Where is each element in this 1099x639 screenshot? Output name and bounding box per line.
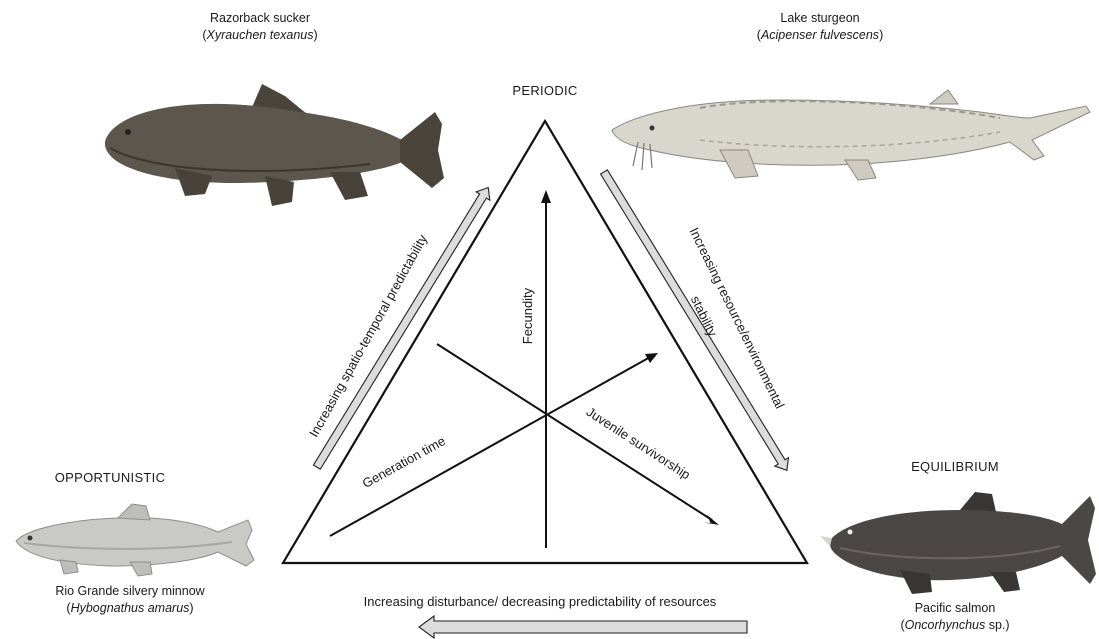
left-gradient-arrow [310,183,495,471]
razorback-sucker-image [105,84,444,206]
juvenile-survivorship-axis [437,344,712,520]
gradient-arrows [310,168,794,638]
generation-time-label: Generation time [360,433,448,491]
fecundity-label: Fecundity [520,287,535,344]
juvenile-survivorship-label: Juvenile survivorship [584,404,693,482]
generation-time-axis [330,356,652,536]
bottom-gradient-arrow [419,616,747,638]
pacific-salmon-image [820,492,1096,594]
fecundity-arrowhead [541,190,551,203]
lake-sturgeon-image [612,90,1090,180]
silvery-minnow-image [16,504,254,576]
bottom-gradient-label: Increasing disturbance/ decreasing predi… [364,594,717,609]
left-gradient-label: Increasing spatio-temporal predictabilit… [306,232,430,440]
